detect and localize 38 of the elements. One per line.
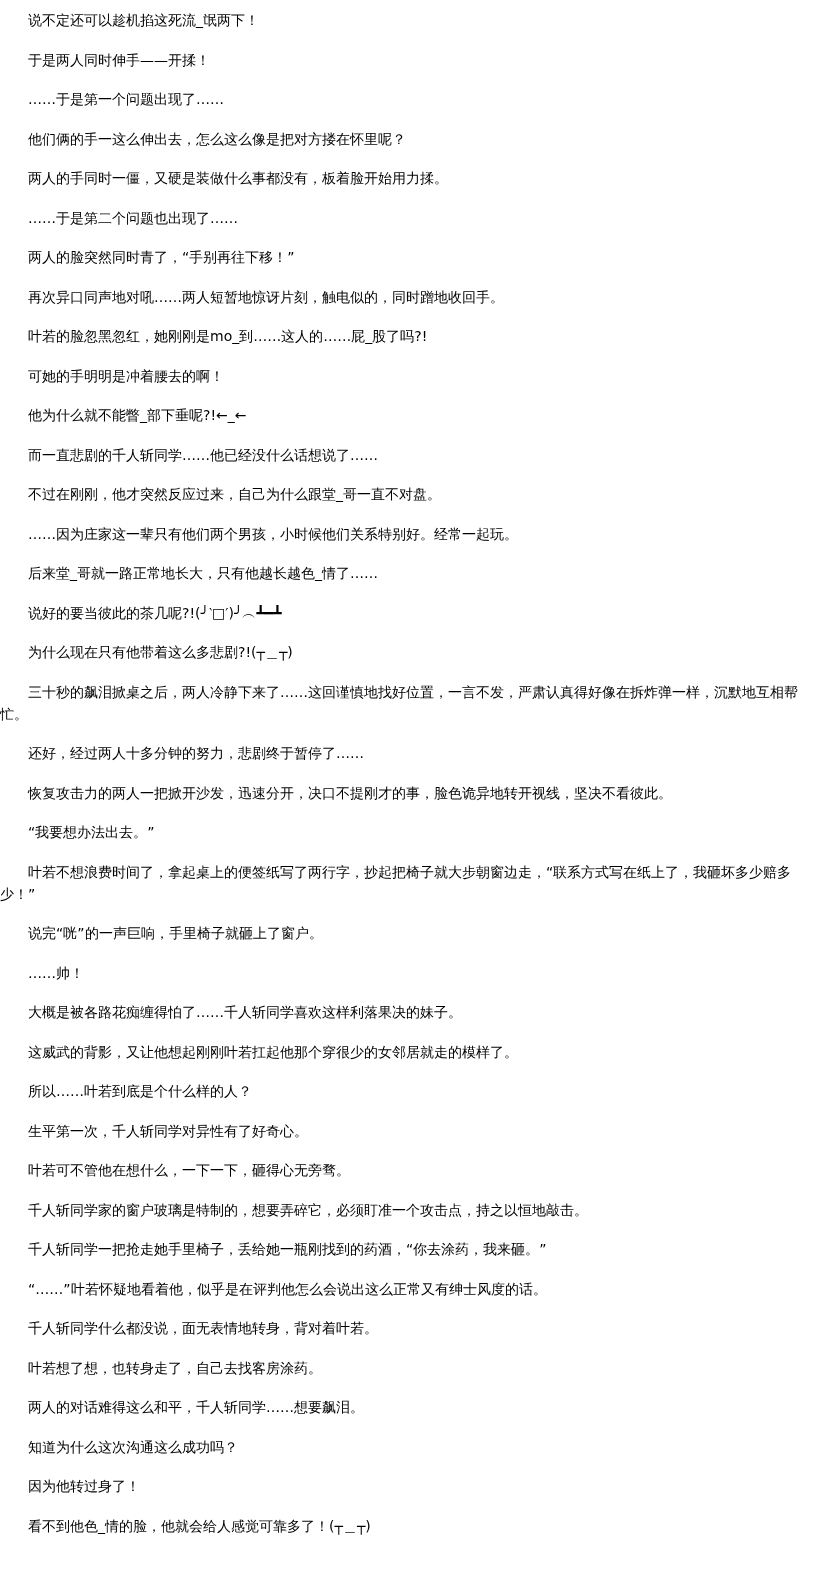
paragraph: ……因为庄家这一辈只有他们两个男孩，小时候他们关系特别好。经常一起玩。 [27, 524, 519, 544]
paragraph: 他们俩的手一这么伸出去，怎么这么像是把对方搂在怀里呢？ [27, 129, 407, 149]
paragraph: 大概是被各路花痴缠得怕了……千人斩同学喜欢这样利落果决的妹子。 [27, 1003, 463, 1022]
paragraph: 于是两人同时伸手——开揉！ [27, 50, 211, 70]
paragraph: ……于是第二个问题也出现了…… [27, 208, 239, 228]
paragraph: 说好的要当彼此的茶几呢?!(╯‵□′)╯︵┻━┻ [27, 603, 283, 623]
paragraph: 而一直悲剧的千人斩同学……他已经没什么话想说了…… [27, 445, 379, 465]
paragraph: “……”叶若怀疑地看着他，似乎是在评判他怎么会说出这么正常又有绅士风度的话。 [27, 1279, 548, 1299]
paragraph: 因为他转过身了！ [27, 1477, 141, 1496]
paragraph: 千人斩同学一把抢走她手里椅子，丢给她一瓶刚找到的药酒，“你去涂药，我来砸。” [27, 1240, 548, 1259]
paragraph: ……于是第一个问题出现了…… [27, 90, 225, 109]
paragraph: 为什么现在只有他带着这么多悲剧?!(┬＿┬) [27, 643, 294, 663]
paragraph: 知道为什么这次沟通这么成功吗？ [27, 1437, 239, 1457]
paragraph: 还好，经过两人十多分钟的努力，悲剧终于暂停了…… [27, 744, 365, 763]
paragraph: 两人的对话难得这么和平，千人斩同学……想要飙泪。 [27, 1398, 365, 1417]
paragraph: 两人的脸突然同时青了，“手别再往下移！” [27, 248, 296, 267]
paragraph: 说不定还可以趁机掐这死流_氓两下！ [27, 11, 260, 30]
paragraph: 所以……叶若到底是个什么样的人？ [27, 1082, 253, 1101]
paragraph: 看不到他色_情的脸，他就会给人感觉可靠多了！(┬＿┬) [27, 1516, 372, 1537]
paragraph: 两人的手同时一僵，又硬是装做什么事都没有，板着脸开始用力揉。 [27, 169, 449, 188]
paragraph: ……帅！ [27, 963, 85, 983]
paragraph: “我要想办法出去。” [27, 823, 156, 842]
paragraph: 说完“咣”的一声巨响，手里椅子就砸上了窗户。 [27, 924, 324, 943]
paragraph: 再次异口同声地对吼……两人短暂地惊讶片刻，触电似的，同时蹭地收回手。 [27, 287, 505, 307]
paragraph: 叶若的脸忽黑忽红，她刚刚是mo_到……这人的……屁_股了吗?! [27, 327, 429, 346]
paragraph: 后来堂_哥就一路正常地长大，只有他越长越色_情了…… [27, 564, 379, 583]
paragraph: 叶若不想浪费时间了，拿起桌上的便签纸写了两行字，抄起把椅子就大步朝窗边走，“联系方式写在纸上了，我砸坏多少赔多少！” [0, 862, 793, 904]
paragraph: 千人斩同学什么都没说，面无表情地转身，背对着叶若。 [27, 1319, 379, 1338]
paragraph: 可她的手明明是冲着腰去的啊！ [27, 366, 225, 386]
paragraph: 叶若想了想，也转身走了，自己去找客房涂药。 [27, 1358, 323, 1378]
paragraph: 生平第一次，千人斩同学对异性有了好奇心。 [27, 1121, 309, 1141]
paragraph: 叶若可不管他在想什么，一下一下，砸得心无旁骛。 [27, 1161, 351, 1180]
paragraph: 恢复攻击力的两人一把掀开沙发，迅速分开，决口不提刚才的事，脸色诡异地转开视线，坚决不看彼此。 [26, 783, 673, 803]
paragraph: 不过在刚刚，他才突然反应过来，自己为什么跟堂_哥一直不对盘。 [27, 485, 442, 504]
paragraph: 这威武的背影，又让他想起刚刚叶若扛起他那个穿很少的女邻居就走的模样了。 [27, 1042, 519, 1062]
paragraph: 千人斩同学家的窗户玻璃是特制的，想要弄碎它，必须盯准一个攻击点，持之以恒地敲击。 [27, 1200, 589, 1220]
paragraph: 他为什么就不能瞥_部下垂呢?!←_← [27, 406, 248, 425]
paragraph: 三十秒的飙泪掀桌之后，两人冷静下来了……这回谨慎地找好位置，一言不发，严肃认真得好像在拆炸弹一样，沉默地互相帮忙。 [0, 682, 799, 724]
